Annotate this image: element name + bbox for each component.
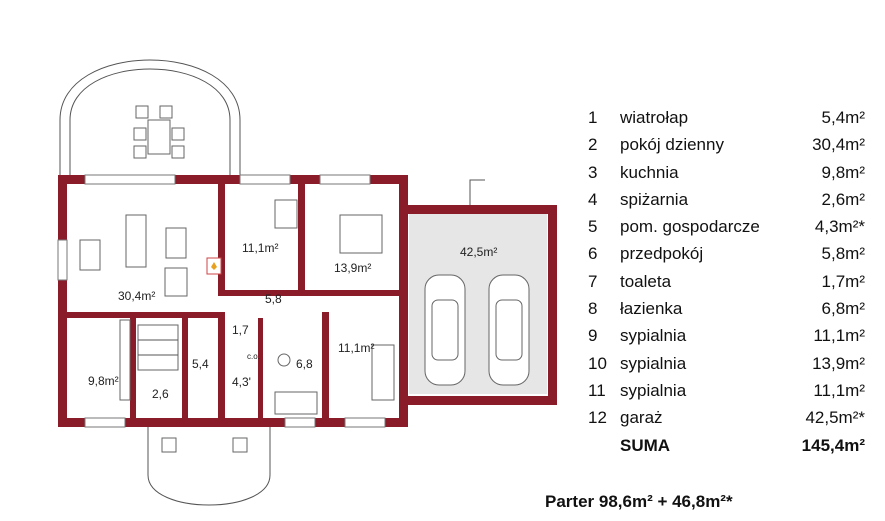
legend-area: 11,1m²	[813, 380, 865, 400]
legend-name: kuchnia	[620, 162, 679, 182]
legend-num: 4	[588, 189, 598, 209]
legend-sum-area: 145,4m²	[801, 435, 865, 455]
car-icon	[424, 274, 466, 386]
legend-area: 30,4m²	[812, 135, 865, 155]
sofa-icon	[79, 214, 187, 271]
legend-name: sypialnia	[620, 380, 687, 400]
legend-area: 2,6m²	[821, 189, 865, 209]
room-label: 11,1m²	[338, 341, 374, 355]
legend-num: 2	[588, 135, 598, 155]
legend-area: 9,8m²	[821, 162, 865, 182]
garage-side-door	[469, 179, 485, 205]
legend-name: sypialnia	[620, 326, 687, 346]
legend-name: łazienka	[620, 299, 683, 319]
legend-row: 1 wiatrołap 5,4m²	[588, 104, 873, 131]
legend-row: 8 łazienka 6,8m²	[588, 295, 873, 322]
legend-row: 3 kuchnia 9,8m²	[588, 159, 873, 186]
legend-num: 11	[588, 380, 606, 400]
car-icon	[488, 274, 530, 386]
legend-area: 1,7m²	[821, 271, 865, 291]
legend-area: 5,4m²	[821, 108, 865, 127]
fireplace-icon	[206, 257, 222, 275]
room-label: 5,4	[192, 357, 209, 371]
dining-table-icon	[164, 267, 188, 297]
garage-walls	[399, 205, 557, 405]
legend-name: spiżarnia	[620, 189, 689, 209]
bathtub-icon	[274, 391, 318, 415]
room-label: 2,6	[152, 387, 169, 401]
room-label: 13,9m²	[334, 261, 371, 275]
legend-name: toaleta	[620, 271, 672, 291]
legend-sum-row: SUMA 145,4m²	[588, 432, 873, 459]
legend-row: 6 przedpokój 5,8m²	[588, 240, 873, 267]
terrace-table-icon	[133, 105, 185, 159]
legend-name: garaż	[620, 408, 663, 428]
terrace-outline	[59, 59, 241, 175]
kitchen-counter-icon	[119, 319, 131, 401]
room-label: 9,8m²	[88, 374, 119, 388]
legend-num: 7	[588, 271, 598, 291]
legend-num: 5	[588, 217, 598, 237]
room-label: c.o.	[247, 352, 260, 361]
floor-summary: Parter 98,6m² + 46,8m²*	[545, 492, 733, 511]
legend-area: 6,8m²	[821, 299, 865, 319]
stairs-icon	[137, 324, 179, 371]
legend-row: 12 garaż 42,5m²*	[588, 404, 873, 431]
legend-num: 10	[588, 353, 607, 373]
legend-num: 1	[588, 108, 598, 127]
legend-name: sypialnia	[620, 353, 687, 373]
legend-sum-label: SUMA	[620, 435, 671, 455]
legend-area: 4,3m²*	[814, 217, 865, 237]
legend-num: 3	[588, 162, 598, 182]
room-label: 6,8	[296, 357, 313, 371]
legend-area: 5,8m²	[821, 244, 865, 264]
legend-name: pom. gospodarcze	[620, 217, 760, 237]
legend-area: 42,5m²*	[805, 408, 865, 428]
windows	[57, 174, 386, 428]
legend-num: 9	[588, 326, 598, 346]
legend-num: 6	[588, 244, 598, 264]
room-label: 42,5m²	[460, 245, 497, 259]
legend-area: 11,1m²	[813, 326, 865, 346]
room-label: 11,1m²	[242, 241, 278, 255]
bed-icon	[274, 199, 395, 401]
floor-plan: 30,4m² 11,1m² 13,9m² 42,5m² 5,8 1,7 c.o.…	[57, 59, 557, 506]
room-label: 4,3'	[232, 375, 251, 389]
room-label: 30,4m²	[118, 289, 155, 303]
legend-num: 8	[588, 299, 598, 319]
entrance-porch	[147, 427, 271, 506]
legend-row: 7 toaleta 1,7m²	[588, 268, 873, 295]
room-label: 5,8	[265, 292, 282, 306]
legend-row: 5 pom. gospodarcze 4,3m²*	[588, 213, 873, 240]
legend-row: 2 pokój dzienny 30,4m²	[588, 131, 873, 158]
legend-row: 10 sypialnia 13,9m²	[588, 350, 873, 377]
room-legend: 1 wiatrołap 5,4m² 2 pokój dzienny 30,4m² 3 ku…	[588, 104, 873, 459]
legend-name: pokój dzienny	[620, 135, 724, 155]
legend-name: wiatrołap	[620, 108, 689, 127]
legend-area: 13,9m²	[812, 353, 865, 373]
room-label: 1,7	[232, 323, 249, 337]
toilet-icon	[277, 353, 291, 367]
legend-row: 11 sypialnia 11,1m²	[588, 377, 873, 404]
legend-name: przedpokój	[620, 244, 704, 264]
legend-num: 12	[588, 408, 607, 428]
legend-row: 9 sypialnia 11,1m²	[588, 322, 873, 349]
house-walls	[58, 175, 408, 427]
legend-row: 4 spiżarnia 2,6m²	[588, 186, 873, 213]
terrace-inner-outline	[69, 68, 231, 175]
